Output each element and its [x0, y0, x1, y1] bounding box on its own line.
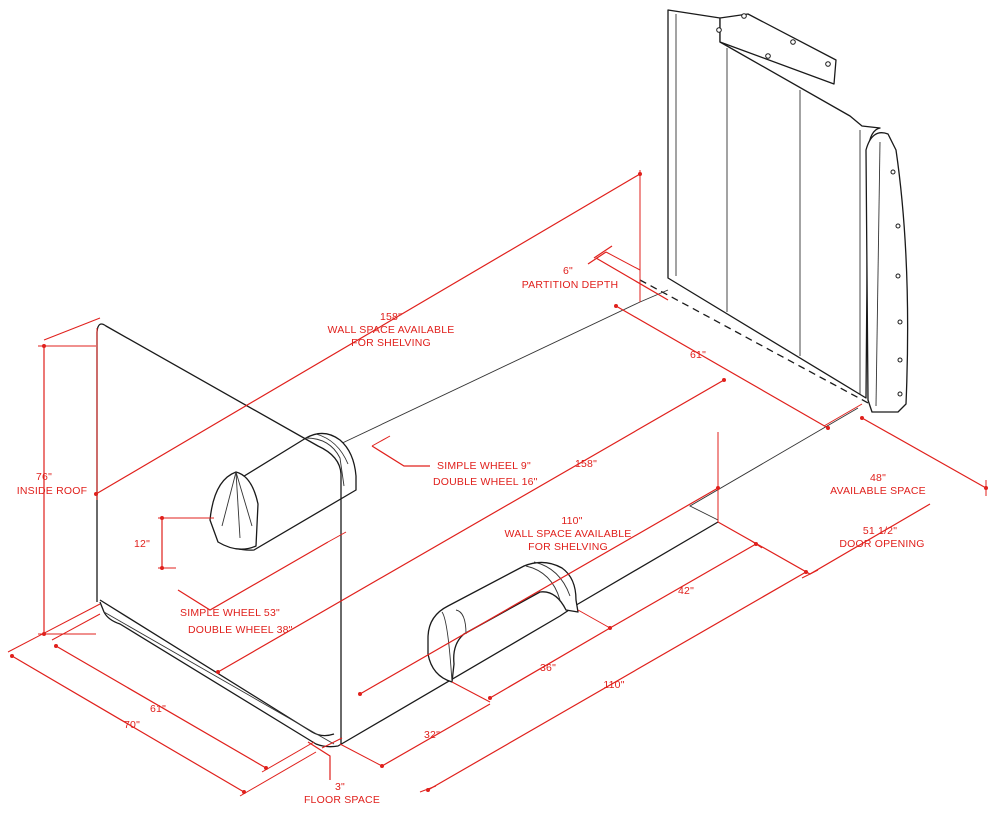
wheel-well-length: 36" — [540, 662, 556, 674]
partition-text: PARTITION DEPTH — [522, 279, 619, 291]
wall-top-line1: WALL SPACE AVAILABLE — [328, 324, 455, 336]
floor-length: 158" — [575, 458, 597, 470]
front-right-wheel-well — [427, 561, 579, 683]
partition-wall — [667, 9, 909, 413]
wall-side-line2: FOR SHELVING — [528, 541, 608, 553]
wheel-between-double: DOUBLE WHEEL 38" — [188, 624, 293, 636]
cargo-floor-outline — [99, 289, 859, 748]
inside-roof-value: 76" — [36, 471, 52, 483]
wall-side-value: 110" — [561, 515, 582, 527]
rear-side-panel — [96, 323, 342, 744]
inner-width: 61" — [150, 703, 166, 715]
inside-roof-text: INSIDE ROOF — [17, 485, 87, 497]
dimension-labels: 158" WALL SPACE AVAILABLE FOR SHELVING 6… — [17, 265, 926, 806]
partition-value: 6" — [563, 265, 573, 277]
door-text: DOOR OPENING — [839, 538, 924, 550]
door-value: 51 1/2" — [863, 525, 897, 537]
partition-depth-dashed-line — [639, 279, 871, 405]
floor-space-text: FLOOR SPACE — [304, 794, 380, 806]
wheel-rear-double: DOUBLE WHEEL 16" — [433, 476, 538, 488]
wheel-rear-single: SIMPLE WHEEL 9" — [437, 460, 531, 472]
dimension-lines — [7, 170, 988, 797]
wall-top-value: 158" — [380, 311, 402, 323]
partition-width: 61" — [690, 349, 706, 361]
door-offset: 42" — [678, 585, 694, 597]
floor-space-value: 3" — [335, 781, 345, 793]
wall-side-line1: WALL SPACE AVAILABLE — [505, 528, 632, 540]
rear-to-wheel: 32" — [424, 729, 440, 741]
floor-side-length: 110" — [603, 679, 624, 691]
wheel-between-single: SIMPLE WHEEL 53" — [180, 607, 280, 619]
available-text: AVAILABLE SPACE — [830, 485, 926, 497]
wall-top-line2: FOR SHELVING — [351, 337, 431, 349]
wheel-height: 12" — [134, 538, 150, 550]
available-value: 48" — [870, 472, 886, 484]
rear-left-wheel-well — [209, 432, 357, 551]
outer-width: 70" — [124, 719, 140, 731]
